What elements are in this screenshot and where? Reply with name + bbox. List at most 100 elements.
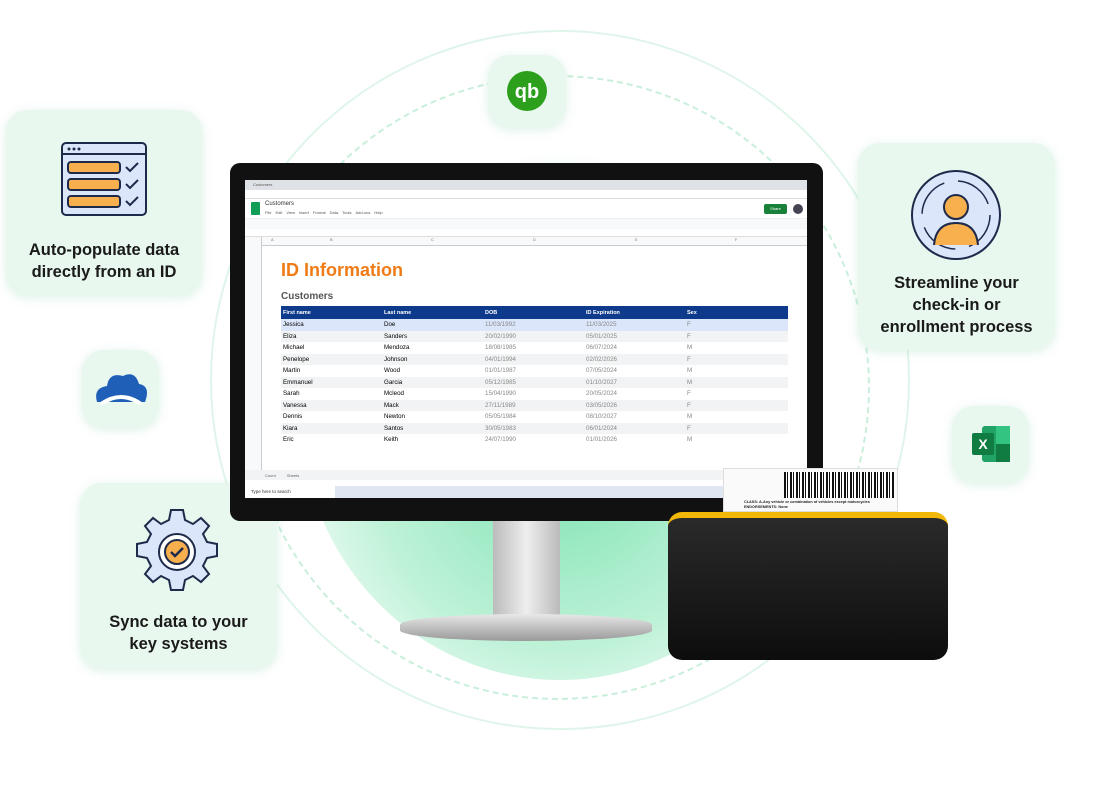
menu-view[interactable]: View	[286, 210, 295, 215]
cloud-icon	[96, 374, 147, 406]
barcode	[784, 472, 894, 498]
table-cell[interactable]: 05/01/2025	[586, 332, 617, 340]
table-cell[interactable]: Mcleod	[384, 390, 404, 398]
table-cell[interactable]: 01/01/1987	[485, 367, 516, 375]
table-row: Jessica Doe 11/03/1992 11/03/2025 F	[281, 319, 788, 331]
table-cell[interactable]: 02/02/2026	[586, 355, 617, 363]
monitor-stand-neck	[493, 519, 560, 617]
browser-tab[interactable]: Customers	[253, 182, 273, 187]
table-cell[interactable]: 24/07/1990	[485, 436, 516, 444]
toolbar	[245, 219, 807, 229]
sheet-tab-count[interactable]: Count	[265, 473, 276, 478]
table-cell[interactable]: M	[687, 344, 693, 352]
table-cell[interactable]: Michael	[283, 344, 305, 352]
table-cell[interactable]: Johnson	[384, 355, 408, 363]
table-cell[interactable]: Jessica	[283, 321, 304, 329]
sheet-tab-sheets[interactable]: Sheets	[286, 473, 300, 478]
table-cell[interactable]: Keith	[384, 436, 399, 444]
id-scanner	[668, 512, 948, 660]
table-cell[interactable]: F	[687, 332, 691, 340]
column-c[interactable]: C	[431, 237, 434, 242]
table-cell[interactable]: 01/01/2026	[586, 436, 617, 444]
menu-insert[interactable]: Insert	[298, 210, 309, 215]
menu-format[interactable]: Format	[312, 210, 326, 215]
table-cell[interactable]: F	[687, 424, 691, 432]
table-cell[interactable]: 01/10/2027	[586, 378, 617, 386]
address-bar[interactable]	[245, 190, 807, 199]
table-row: Kiara Santos 30/05/1983 06/01/2024 F	[281, 422, 788, 434]
table-cell[interactable]: F	[687, 321, 691, 329]
menu-help[interactable]: Help	[374, 210, 383, 215]
streamline-line-1: Streamline your	[894, 274, 1019, 292]
table-cell[interactable]: 11/03/1992	[485, 321, 516, 329]
table-cell[interactable]: 18/08/1985	[485, 344, 516, 352]
table-cell[interactable]: Martin	[283, 367, 301, 375]
table-cell[interactable]: 07/05/2024	[586, 367, 617, 375]
table-cell[interactable]: Vanessa	[283, 401, 307, 409]
table-cell[interactable]: Eric	[283, 436, 294, 444]
table-cell[interactable]: Sanders	[384, 332, 408, 340]
avatar[interactable]	[793, 204, 803, 214]
autopopulate-text: Auto-populate data directly from an ID	[6, 239, 202, 283]
table-cell[interactable]: 05/05/1984	[485, 413, 516, 421]
column-headers: A B C D E F	[245, 237, 807, 246]
table-cell[interactable]: Mack	[384, 401, 399, 409]
table-cell[interactable]: Mendoza	[384, 344, 410, 352]
table-cell[interactable]: Penelope	[283, 355, 310, 363]
table-cell[interactable]: M	[687, 436, 693, 444]
table-cell[interactable]: Doe	[384, 321, 396, 329]
table-cell[interactable]: 04/01/1994	[485, 355, 516, 363]
svg-text:X: X	[978, 436, 988, 452]
column-d[interactable]: D	[533, 237, 536, 242]
table-cell[interactable]: 06/01/2024	[586, 424, 617, 432]
table-cell[interactable]: Newton	[384, 413, 405, 421]
sync-card: Sync data to your key systems	[80, 483, 277, 669]
table-cell[interactable]: F	[687, 390, 691, 398]
table-cell[interactable]: M	[687, 413, 693, 421]
doc-title[interactable]: Customers	[265, 201, 295, 207]
table-cell[interactable]: F	[687, 355, 691, 363]
table-cell[interactable]: Emmanuel	[283, 378, 313, 386]
table-cell[interactable]: 20/05/2024	[586, 390, 617, 398]
table-cell[interactable]: 05/12/1985	[485, 378, 516, 386]
table-cell[interactable]: M	[687, 367, 693, 375]
table-cell[interactable]: 20/02/1990	[485, 332, 516, 340]
table-cell[interactable]: Wood	[384, 367, 401, 375]
excel-icon: X	[972, 426, 1010, 462]
menu-data[interactable]: Data	[329, 210, 339, 215]
customer-table: First name Last name DOB ID Expiration S…	[281, 306, 788, 446]
table-cell[interactable]: Eliza	[283, 332, 297, 340]
menu-addons[interactable]: Add-ons	[355, 210, 371, 215]
table-cell[interactable]: F	[687, 401, 691, 409]
table-cell[interactable]: 08/10/2027	[586, 413, 617, 421]
menu-file[interactable]: File	[265, 210, 272, 215]
quickbooks-icon: qb	[507, 71, 547, 111]
table-cell[interactable]: M	[687, 378, 693, 386]
column-e[interactable]: E	[635, 237, 638, 242]
column-a[interactable]: A	[271, 237, 274, 242]
column-f[interactable]: F	[735, 237, 738, 242]
form-checklist-icon	[61, 142, 147, 216]
menu-edit[interactable]: Edit	[275, 210, 283, 215]
header-last-name: Last name	[384, 309, 412, 316]
table-cell[interactable]: Kiara	[283, 424, 298, 432]
table-cell[interactable]: Dennis	[283, 413, 303, 421]
table-cell[interactable]: 15/04/1990	[485, 390, 516, 398]
table-cell[interactable]: 27/11/1989	[485, 401, 516, 409]
table-cell[interactable]: 06/07/2024	[586, 344, 617, 352]
table-cell[interactable]: Garcia	[384, 378, 403, 386]
sheet-subheading: Customers	[281, 291, 334, 302]
taskbar-search[interactable]: Type here to search	[245, 486, 335, 498]
share-button[interactable]: Share	[764, 204, 787, 214]
table-cell[interactable]: 11/03/2025	[586, 321, 617, 329]
menu-tools[interactable]: Tools	[342, 210, 352, 215]
table-row: Penelope Johnson 04/01/1994 02/02/2026 F	[281, 353, 788, 365]
table-cell[interactable]: 03/05/2026	[586, 401, 617, 409]
header-sex: Sex	[687, 309, 697, 316]
header-dob: DOB	[485, 309, 498, 316]
column-b[interactable]: B	[330, 237, 333, 242]
table-cell[interactable]: 30/05/1983	[485, 424, 516, 432]
table-cell[interactable]: Sarah	[283, 390, 300, 398]
table-cell[interactable]: Santos	[384, 424, 404, 432]
formula-bar[interactable]	[245, 229, 807, 237]
